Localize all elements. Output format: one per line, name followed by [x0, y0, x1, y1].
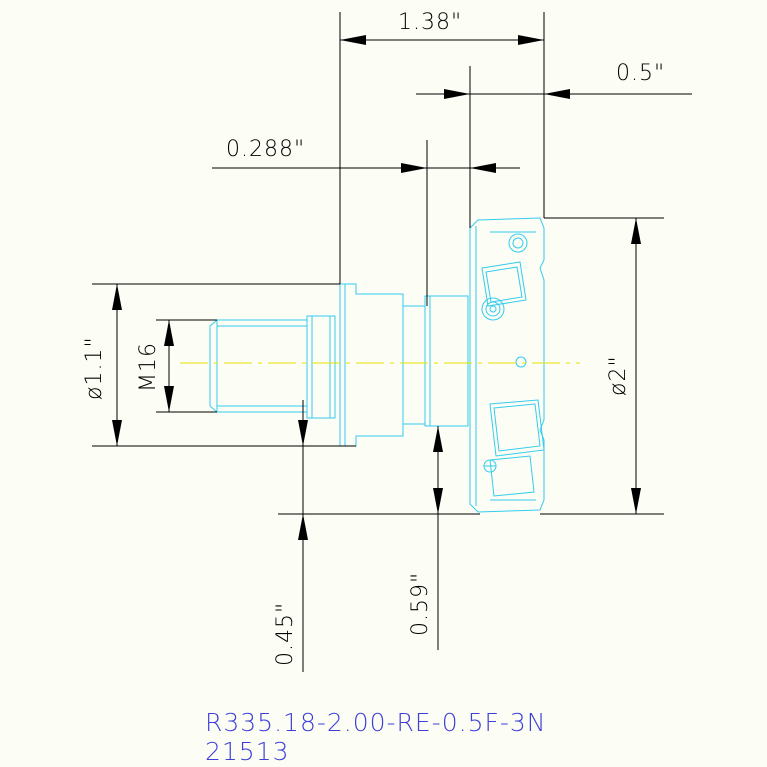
- dim-label-cutter-diameter: ø2": [606, 355, 631, 396]
- dim-shank-diameter: ø1.1": [82, 283, 356, 447]
- dim-cutter-diameter: ø2": [540, 217, 664, 515]
- dim-label-thread: M16: [136, 342, 161, 392]
- dim-offset-b: 0.59": [408, 426, 443, 650]
- body-neck: [424, 295, 469, 427]
- part-number: R335.18-2.00-RE-0.5F-3N: [205, 708, 547, 737]
- dim-insert-projection: 0.5": [416, 61, 692, 228]
- screw-mid: [481, 297, 505, 321]
- dim-overall-length: 1.38": [339, 10, 545, 284]
- body-step: [339, 283, 426, 447]
- shank-collar: [306, 315, 336, 419]
- dim-thread: M16: [136, 319, 217, 413]
- dim-label-insert-projection: 0.5": [616, 61, 665, 86]
- dim-flange-width: 0.288": [212, 137, 520, 306]
- threaded-shank: [216, 319, 308, 413]
- dim-label-shank-diameter: ø1.1": [82, 336, 107, 400]
- part-code: 21513: [205, 737, 290, 766]
- dim-label-offset-a: 0.45": [273, 602, 298, 666]
- dim-label-offset-b: 0.59": [408, 572, 433, 636]
- insert-bottom: [489, 399, 545, 457]
- dim-label-flange-width: 0.288": [226, 137, 305, 162]
- screw-small: [515, 356, 527, 368]
- cutter-head: [469, 217, 545, 513]
- dim-offset-a: 0.45": [273, 400, 480, 672]
- dim-label-overall-length: 1.38": [398, 10, 462, 35]
- screw-top: [508, 233, 528, 253]
- cutter-body-outline: [209, 217, 545, 513]
- insert-top: [481, 261, 527, 307]
